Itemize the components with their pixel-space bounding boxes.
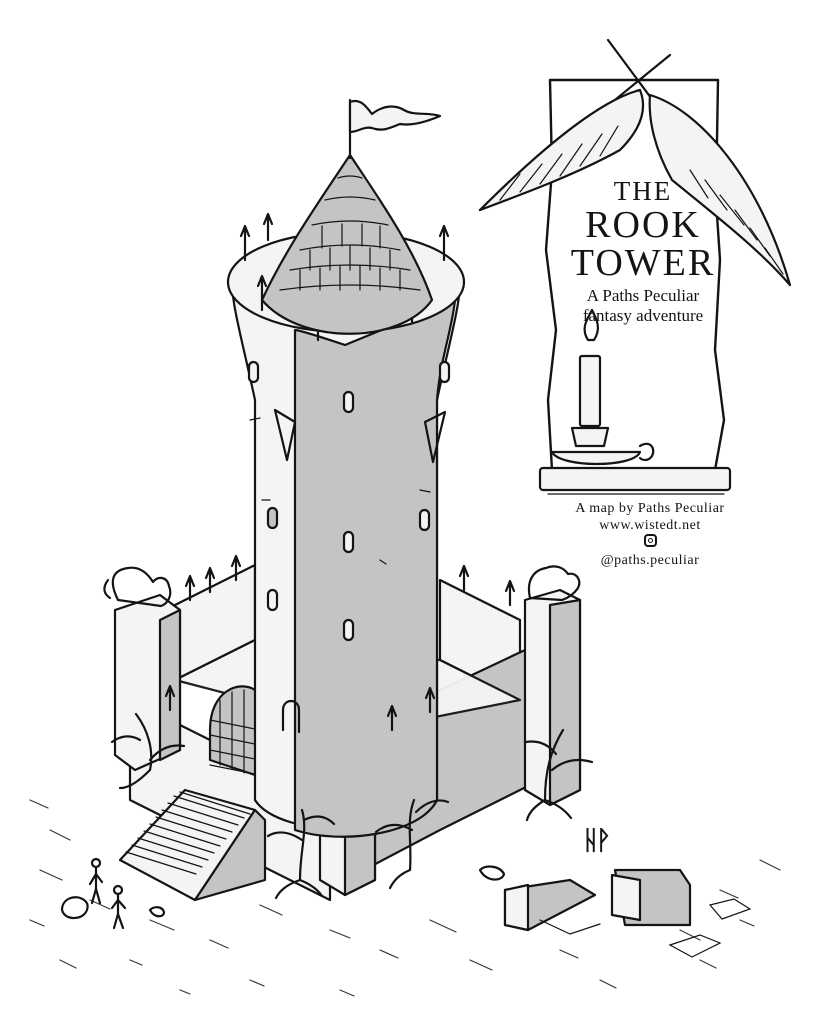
conical-roof — [260, 153, 434, 335]
dead-trees — [110, 712, 594, 900]
rocks — [60, 865, 506, 920]
wall-spikes — [164, 554, 516, 732]
tower-door — [281, 699, 301, 734]
subtitle-line-2: fantasy adventure — [582, 306, 704, 325]
instagram-handle: @paths.peculiar — [600, 553, 700, 568]
ground-hatching — [29, 799, 781, 997]
title-tower: TOWER — [570, 242, 716, 284]
scroll-shelf — [538, 466, 732, 492]
ruined-walls — [503, 868, 752, 958]
title-rook: ROOK — [585, 204, 701, 246]
artist-signature-rune: ᚺᚹ — [583, 826, 611, 856]
credits-byline: A map by Paths Peculiar — [575, 501, 725, 516]
gargoyle-left — [111, 566, 172, 608]
credits-instagram: @paths.peculiar — [520, 534, 780, 569]
candle — [550, 308, 655, 466]
subtitle-line-1: A Paths Peculiar — [586, 286, 700, 305]
instagram-icon — [643, 534, 657, 547]
title-the: THE — [613, 176, 673, 206]
tower-windows — [247, 360, 451, 642]
credits-website: www.wistedt.net — [599, 518, 701, 533]
credits-block: A map by Paths Peculiar www.wistedt.net … — [520, 500, 780, 569]
stone-staircase — [118, 788, 267, 902]
crossed-quills — [478, 38, 792, 287]
flag — [348, 98, 442, 160]
travelers — [88, 857, 127, 930]
gargoyle-right — [527, 565, 581, 602]
map-title-block: THE ROOK TOWER A Paths Peculiar fantasy … — [548, 176, 738, 326]
